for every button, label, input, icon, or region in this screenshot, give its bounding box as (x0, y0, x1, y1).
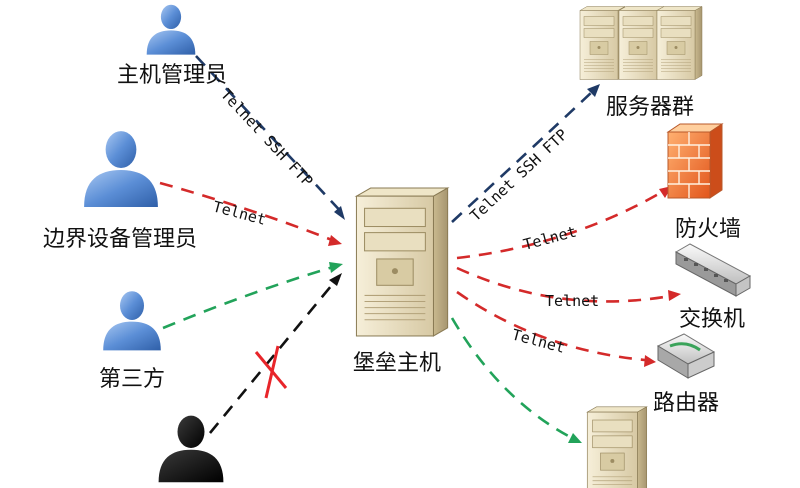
edges (159, 55, 681, 443)
node-bastion: 堡垒主机 (353, 187, 449, 376)
edge-label-host-admin: Telnet SSH FTP (217, 85, 316, 190)
edge-bastion-to-extra-server (450, 317, 573, 440)
switch-icon (674, 243, 752, 297)
person-icon (158, 415, 224, 483)
node-label: 服务器群 (606, 95, 694, 120)
edge-arrowhead (587, 84, 600, 97)
node-label: 边界设备管理员 (43, 227, 197, 252)
node-router: 路由器 (653, 333, 719, 416)
edge-bastion-to-switch (456, 266, 671, 303)
edge-border-admin-to-bastion (159, 181, 333, 242)
edge-arrowhead (334, 206, 345, 220)
edge-arrowhead (329, 262, 343, 273)
edge-label-switch: Telnet (545, 292, 599, 310)
edge-arrowhead (568, 433, 582, 443)
node-border-admin: 边界设备管理员 (43, 131, 197, 252)
edge-third-party-to-bastion (162, 265, 334, 330)
server-tower-icon (586, 406, 648, 488)
edge-host-admin-to-bastion (195, 55, 346, 217)
node-servers: 服务器群 (579, 6, 703, 120)
edge-label-servers: Telnet SSH FTP (466, 126, 571, 225)
edge-label-firewall: Telnet (521, 222, 578, 253)
node-intruder (158, 415, 224, 483)
person-icon (146, 4, 196, 55)
node-label: 主机管理员 (117, 63, 227, 88)
cross-icon (254, 345, 288, 399)
node-switch: 交换机 (674, 243, 752, 332)
node-label: 第三方 (99, 367, 165, 392)
edge-bastion-to-firewall (456, 190, 663, 260)
node-firewall: 防火墙 (666, 123, 741, 242)
node-host-admin: 主机管理员 (117, 4, 227, 88)
edge-arrowhead (329, 273, 342, 286)
node-label: 防火墙 (675, 217, 741, 242)
server-tower-icon (355, 187, 449, 337)
edge-arrowhead (644, 355, 656, 367)
node-label: 路由器 (653, 391, 719, 416)
firewall-icon (666, 123, 724, 199)
node-third-party: 第三方 (99, 291, 165, 392)
node-label: 堡垒主机 (353, 351, 441, 376)
edge-bastion-to-router (456, 290, 646, 362)
person-icon (84, 131, 158, 207)
edge-arrowhead (328, 235, 342, 246)
edge-bastion-to-servers (451, 91, 593, 223)
router-icon (656, 333, 716, 379)
edge-label-border-admin: Telnet (211, 197, 268, 228)
node-extra-server (586, 406, 648, 488)
server-cluster-icon (579, 6, 703, 80)
person-icon (103, 291, 161, 351)
edge-intruder-to-bastion (208, 279, 338, 434)
edge-arrowhead (668, 290, 681, 301)
node-label: 交换机 (679, 307, 745, 332)
edge-label-router: Telnet (510, 325, 567, 356)
